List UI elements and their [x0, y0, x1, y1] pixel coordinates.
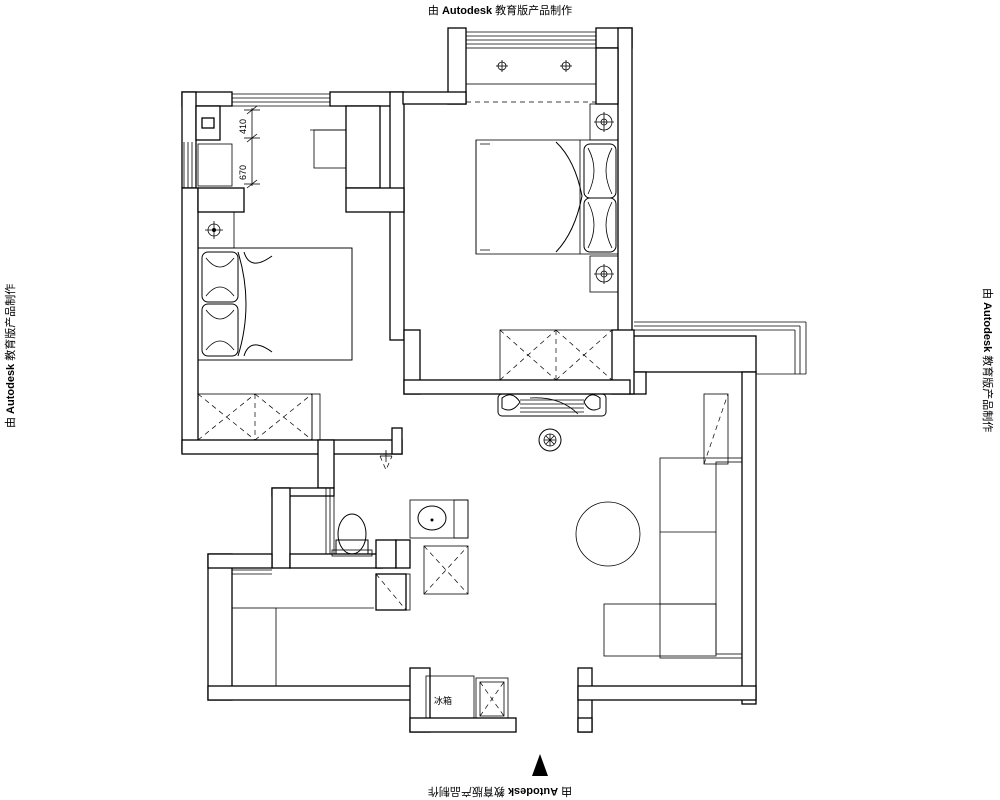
- toilet: [331, 513, 373, 557]
- double-bed: [475, 139, 619, 255]
- windows: [183, 31, 807, 575]
- dimension-marks: 410 670: [238, 105, 260, 189]
- sofa: [603, 457, 743, 659]
- wardrobe: [499, 329, 613, 381]
- bay-lamp: [560, 60, 572, 72]
- desk: [313, 129, 347, 169]
- wash-basin: [409, 499, 469, 539]
- bathroom: [331, 450, 469, 595]
- watermark-prefix: 由: [427, 5, 439, 17]
- north-arrow-icon: [532, 754, 548, 776]
- watermark-top: 由 Autodesk 教育版产品制作: [0, 2, 1000, 18]
- shower-tray: [423, 545, 469, 595]
- second-bedroom: 410 670: [197, 105, 353, 441]
- round-rug: [575, 501, 641, 567]
- bed: [197, 247, 353, 361]
- cabinet: [475, 677, 509, 719]
- kitchen: 冰箱: [231, 573, 509, 719]
- tv-cabinet: [497, 393, 607, 417]
- nightstand: [589, 255, 619, 293]
- bay-lamp: [496, 60, 508, 72]
- fridge-label: 冰箱: [434, 695, 452, 706]
- fridge: 冰箱: [425, 675, 475, 719]
- counter-top: [231, 607, 277, 687]
- wardrobe: [197, 393, 321, 441]
- master-bedroom: [466, 60, 619, 381]
- corner-cabinet: [703, 393, 729, 465]
- walls: [181, 27, 757, 733]
- watermark-brand: Autodesk: [441, 5, 493, 17]
- dimension-lower: 670: [238, 165, 248, 180]
- ceiling-light: [538, 428, 562, 452]
- dimension-upper: 410: [238, 119, 248, 134]
- watermark-suffix: 教育版产品制作: [495, 5, 573, 17]
